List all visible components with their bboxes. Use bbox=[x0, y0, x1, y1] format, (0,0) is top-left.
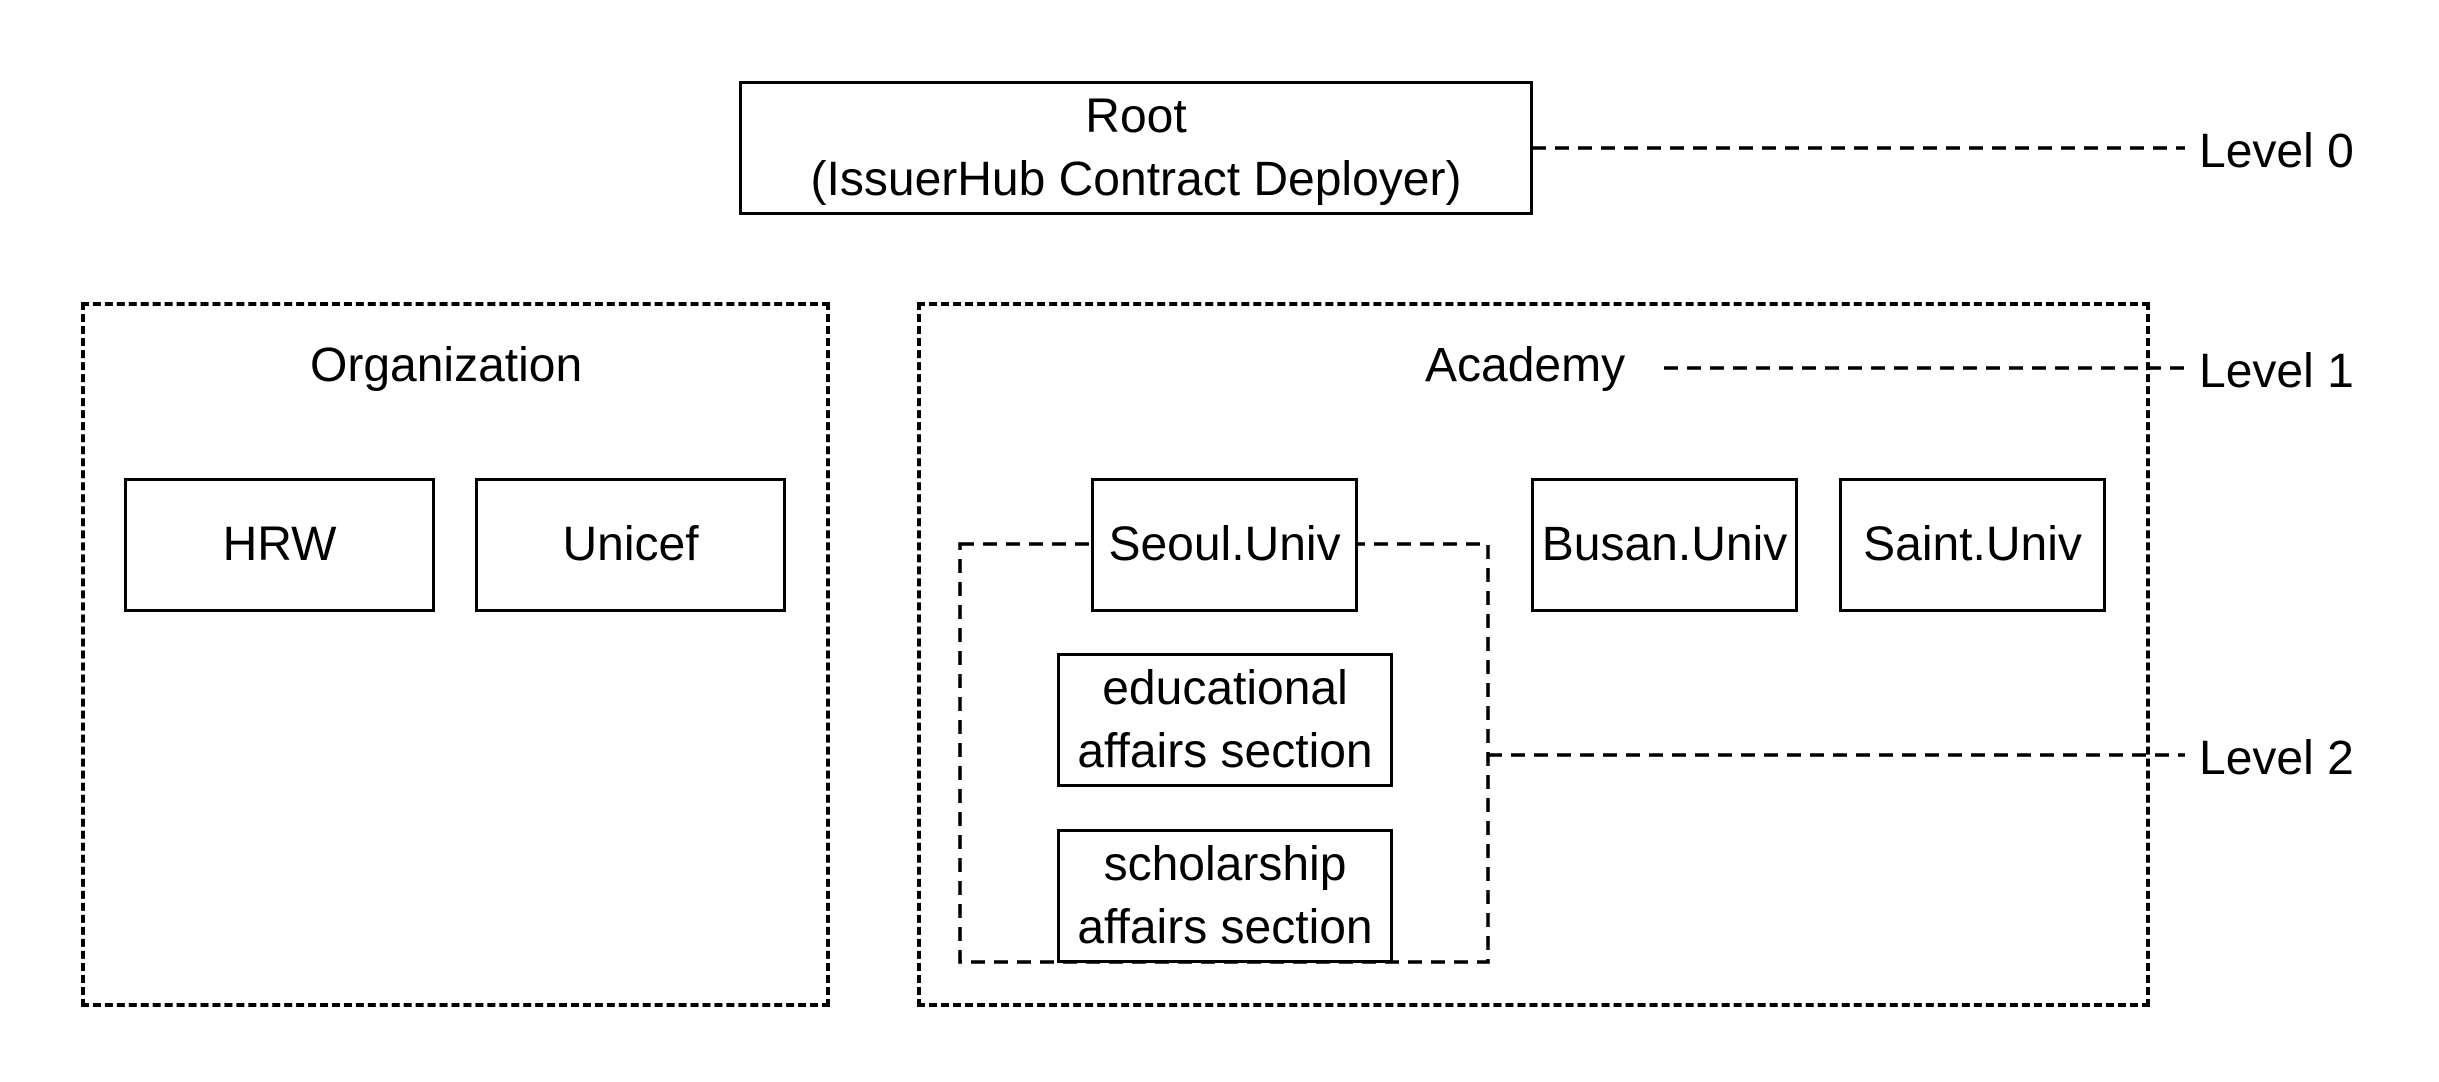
level-1-label: Level 1 bbox=[2199, 345, 2354, 398]
scholarship-affairs-line2: affairs section bbox=[1077, 901, 1373, 954]
hrw-node: HRW bbox=[124, 478, 435, 612]
level-2-label: Level 2 bbox=[2199, 732, 2354, 785]
unicef-label: Unicef bbox=[562, 518, 699, 572]
seoul-univ-label: Seoul.Univ bbox=[1108, 518, 1341, 572]
academy-title: Academy bbox=[1425, 342, 1632, 390]
busan-univ-label: Busan.Univ bbox=[1541, 518, 1788, 572]
root-title: Root bbox=[1085, 89, 1187, 143]
hrw-label: HRW bbox=[222, 518, 337, 572]
unicef-node: Unicef bbox=[475, 478, 786, 612]
saint-univ-node: Saint.Univ bbox=[1839, 478, 2106, 612]
busan-univ-node: Busan.Univ bbox=[1531, 478, 1798, 612]
academy-group bbox=[917, 302, 2150, 1007]
saint-univ-label: Saint.Univ bbox=[1863, 518, 2082, 572]
organization-group bbox=[81, 302, 830, 1007]
educational-affairs-section-node: educational affairs section bbox=[1057, 653, 1393, 787]
seoul-univ-node: Seoul.Univ bbox=[1091, 478, 1358, 612]
root-subtitle: (IssuerHub Contract Deployer) bbox=[810, 153, 1462, 206]
organization-title: Organization bbox=[310, 339, 583, 392]
root-node: Root (IssuerHub Contract Deployer) bbox=[739, 81, 1533, 215]
scholarship-affairs-line1: scholarship bbox=[1103, 837, 1347, 891]
level-0-label: Level 0 bbox=[2199, 125, 2354, 178]
educational-affairs-line2: affairs section bbox=[1077, 725, 1373, 778]
educational-affairs-line1: educational bbox=[1102, 661, 1348, 715]
scholarship-affairs-section-node: scholarship affairs section bbox=[1057, 829, 1393, 963]
